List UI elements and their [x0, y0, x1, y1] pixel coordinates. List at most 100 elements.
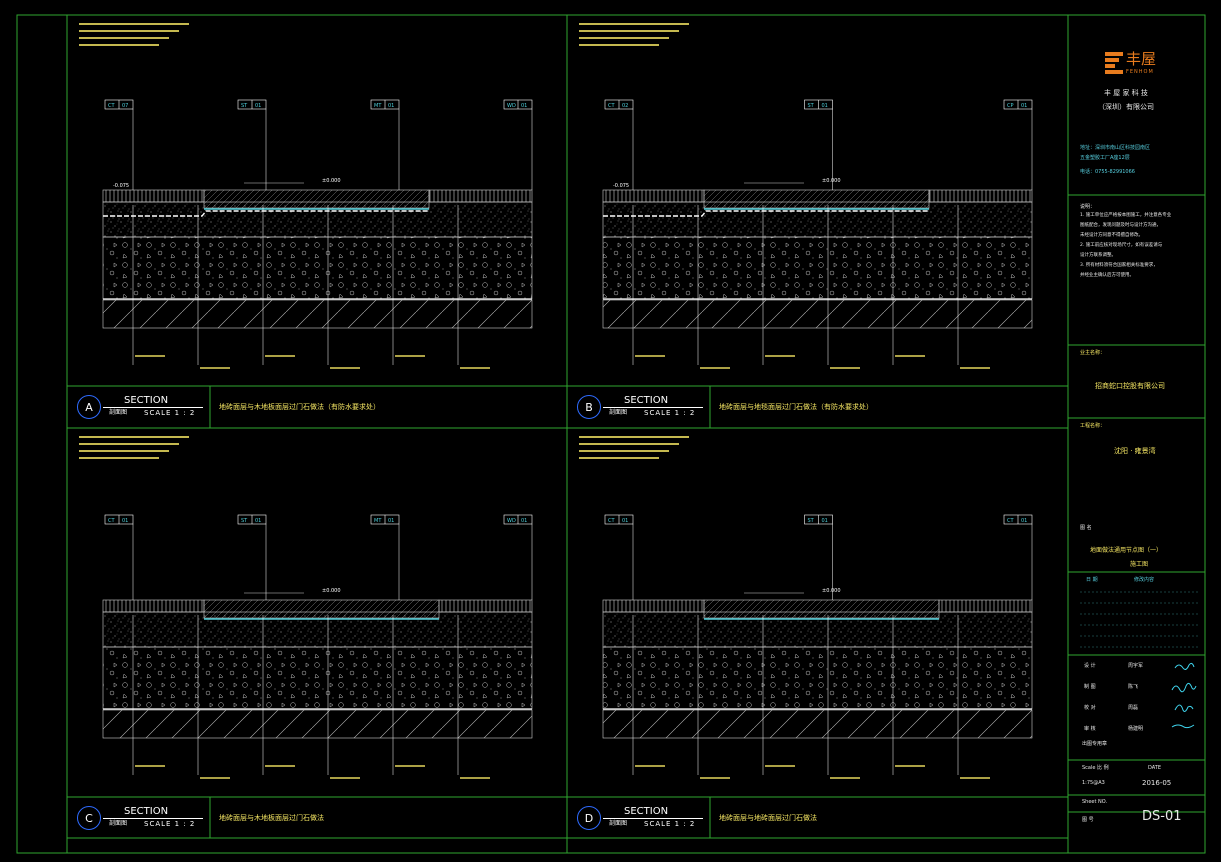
elevation-main: ±0.000: [822, 588, 841, 594]
elevation-main: ±0.000: [322, 588, 341, 594]
note-scribble: [579, 37, 669, 39]
right-finish: [938, 599, 1033, 613]
note-scribble: [79, 436, 189, 438]
annotation-scribble: [895, 355, 925, 357]
signatures: [1171, 662, 1197, 729]
company-phone: 电话：0755-82991066: [1080, 169, 1135, 175]
note-scribble: [79, 23, 189, 25]
note-scribble: [79, 457, 159, 459]
screed-layer: [602, 201, 1033, 238]
role-label: 审 核: [1084, 726, 1096, 732]
subgrade: [602, 299, 1033, 329]
note-scribble: [579, 443, 679, 445]
note-scribble: [79, 30, 179, 32]
subgrade: [102, 709, 533, 739]
section-title: SECTION: [624, 806, 669, 817]
note-line: 2. 施工前应核对现场尺寸，如有误差请与: [1080, 243, 1163, 248]
subgrade: [102, 299, 533, 329]
tag-code: ST: [808, 103, 815, 109]
logo-text: 丰屋: [1126, 50, 1157, 68]
role-person: 周宇军: [1128, 663, 1144, 669]
tag-number: 02: [622, 103, 628, 109]
client-name: 招商蛇口控股有限公司: [1095, 382, 1165, 390]
annotation-scribble: [895, 765, 925, 767]
annotation-scribble: [700, 777, 730, 779]
concrete-slab: [602, 646, 1033, 710]
tile-layer: [102, 189, 205, 203]
role-label: 设 计: [1084, 663, 1096, 669]
annotation-scribble: [765, 765, 795, 767]
tag-code: CP: [1007, 103, 1014, 109]
drawing-name-2: 施工图: [1130, 561, 1149, 568]
date-value: 2016-05: [1142, 779, 1172, 787]
sheet-label: Sheet NO.: [1082, 799, 1108, 805]
tag-number: 01: [122, 518, 128, 524]
role-person: 杨建明: [1128, 726, 1144, 732]
tile-layer: [602, 189, 705, 203]
section-underline: [103, 407, 203, 408]
tag-code: CT: [608, 103, 615, 109]
section-scale: SCALE 1 : 2: [644, 820, 696, 828]
scale-value: 1:75@A3: [1082, 780, 1105, 786]
tag-code: ST: [241, 103, 248, 109]
stamp-label: 出图专用章: [1082, 741, 1108, 747]
section-marker-A: A: [77, 395, 101, 419]
annotation-scribble: [265, 765, 295, 767]
screed-layer: [102, 611, 533, 648]
company-address-2: 五金塑胶工厂A座12层: [1080, 155, 1130, 161]
tag-code: CT: [108, 103, 115, 109]
annotation-scribble: [960, 367, 990, 369]
role-label: 制 图: [1084, 684, 1096, 690]
drawing-name-1: 地面做法通用节点图（一）: [1090, 547, 1163, 554]
note-line: 3. 所有材料须符合国家相关标准要求，: [1080, 263, 1158, 268]
tag-number: 01: [822, 518, 828, 524]
screed-layer: [602, 611, 1033, 648]
elevation-left: -0.075: [613, 183, 629, 189]
tag-number: 01: [255, 518, 261, 524]
section-marker-D: D: [577, 806, 601, 830]
logo-sub: FENHOM: [1126, 69, 1154, 75]
tag-code: ST: [808, 518, 815, 524]
company-name-2: （深圳）有限公司: [1098, 103, 1154, 111]
annotation-scribble: [460, 367, 490, 369]
section-title: SECTION: [124, 806, 169, 817]
role-label: 校 对: [1084, 705, 1096, 711]
annotation-scribble: [635, 765, 665, 767]
note-scribble: [579, 457, 659, 459]
scale-label: Scale 比 例: [1082, 765, 1109, 771]
right-finish: [928, 189, 1033, 203]
section-scale: SCALE 1 : 2: [144, 409, 196, 417]
annotation-scribble: [700, 367, 730, 369]
section-underline: [603, 818, 703, 819]
annotation-scribble: [395, 355, 425, 357]
section-sub: 剖面图: [109, 820, 128, 827]
annotation-scribble: [960, 777, 990, 779]
section-scale: SCALE 1 : 2: [144, 820, 196, 828]
annotation-scribble: [330, 367, 360, 369]
annotation-scribble: [830, 777, 860, 779]
section-marker-B: B: [577, 395, 601, 419]
annotation-scribble: [265, 355, 295, 357]
screed-layer: [102, 201, 533, 238]
section-description: 地砖面层与地毯面层过门石做法（有防水要求处）: [719, 403, 873, 411]
section-description: 地砖面层与木地板面层过门石做法（有防水要求处）: [219, 403, 380, 411]
tag-code: CT: [108, 518, 115, 524]
note-scribble: [579, 436, 689, 438]
tag-code: CT: [608, 518, 615, 524]
tag-number: 01: [822, 103, 828, 109]
annotation-scribble: [200, 367, 230, 369]
note-scribble: [79, 44, 159, 46]
tag-code: MT: [374, 518, 382, 524]
section-sub: 剖面图: [609, 820, 628, 827]
right-finish: [428, 189, 533, 203]
elevation-main: ±0.000: [322, 178, 341, 184]
company-address-1: 地址：深圳市南山区科技园南区: [1080, 145, 1151, 151]
section-underline: [103, 818, 203, 819]
tile-layer: [602, 599, 705, 613]
revision-table: [1080, 591, 1200, 648]
note-line: 图纸配合，发现问题及时与设计方沟通，: [1080, 223, 1161, 228]
tag-number: 01: [622, 518, 628, 524]
section-description: 地砖面层与地砖面层过门石做法: [719, 814, 817, 822]
